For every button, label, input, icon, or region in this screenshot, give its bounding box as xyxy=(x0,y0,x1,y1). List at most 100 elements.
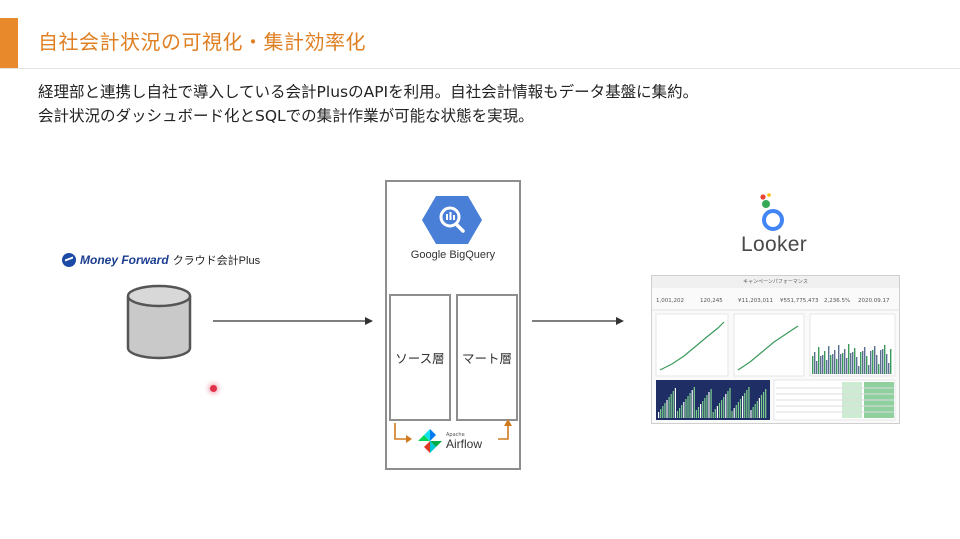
dashboard-bar xyxy=(834,350,836,374)
dashboard-kpi: 120,245 xyxy=(700,298,723,304)
dashboard-bar xyxy=(820,356,822,374)
airflow-to-mart-arrow xyxy=(498,419,512,440)
dashboard-dark-bar xyxy=(706,395,708,418)
dashboard-bar xyxy=(854,348,856,374)
dashboard-dark-bar xyxy=(744,393,746,418)
dashboard-dark-bar xyxy=(672,391,674,418)
dashboard-bar xyxy=(858,366,860,374)
dashboard-bar xyxy=(880,350,882,374)
dashboard-dark-bar xyxy=(748,387,750,418)
dashboard-dark-bar xyxy=(681,405,683,418)
dashboard-bar xyxy=(816,361,818,374)
dashboard-bar xyxy=(888,363,890,374)
dashboard-bar xyxy=(872,350,874,374)
dashboard-bar xyxy=(890,349,892,374)
dashboard-bar xyxy=(868,365,870,374)
dashboard-bar xyxy=(886,354,888,374)
arrow-bigquery-to-looker xyxy=(532,317,624,325)
dashboard-dark-bar xyxy=(718,403,721,418)
dashboard-bar xyxy=(828,346,830,374)
airflow-apache-label: Apache xyxy=(446,431,465,438)
mart-layer-box: マート層 xyxy=(456,294,518,421)
dashboard-bar xyxy=(862,351,864,374)
dashboard-dark-bar xyxy=(697,407,700,418)
dashboard-dark-bar xyxy=(695,410,697,418)
dashboard-dark-bar xyxy=(689,393,691,418)
dashboard-bar xyxy=(822,355,824,374)
money-forward-brand: Money Forward xyxy=(80,253,169,267)
dashboard-dark-bar xyxy=(752,407,754,418)
dashboard-dark-bar xyxy=(683,402,685,418)
airflow-logo: Apache Airflow xyxy=(417,428,482,454)
bigquery-icon xyxy=(422,196,482,244)
dashboard-dark-bar xyxy=(729,388,731,418)
description-line-1: 経理部と連携し自社で導入している会計PlusのAPIを利用。自社会計情報もデータ… xyxy=(38,83,699,101)
dashboard-dark-bar xyxy=(674,388,676,418)
dashboard-dark-bar xyxy=(658,412,660,418)
dashboard-bar xyxy=(864,347,866,374)
dashboard-dark-bar xyxy=(687,396,689,418)
title-accent-bar xyxy=(0,18,18,68)
dashboard-dark-bar xyxy=(676,411,679,418)
dashboard-title: キャンペーンパフォーマンス xyxy=(652,276,899,288)
dashboard-dark-bar xyxy=(765,389,767,418)
dashboard-dark-bar xyxy=(737,402,739,418)
dashboard-dark-bar xyxy=(660,409,662,418)
dashboard-dark-bar xyxy=(685,399,687,418)
dashboard-dark-bar xyxy=(742,396,744,418)
dashboard-dark-bar xyxy=(733,408,735,418)
dashboard-dark-bar xyxy=(668,397,670,418)
dashboard-bar xyxy=(814,352,816,374)
dashboard-dark-bar xyxy=(714,409,716,418)
dashboard-bar xyxy=(852,352,854,374)
dashboard-bar xyxy=(878,364,880,374)
dashboard-dark-bar xyxy=(666,400,668,418)
dashboard-dark-bar xyxy=(691,390,693,418)
dashboard-table xyxy=(776,382,894,418)
dashboard-dark-bar xyxy=(750,410,752,418)
dashboard-dark-bar xyxy=(760,395,763,418)
dashboard-bar xyxy=(824,351,826,374)
dashboard-dark-bar xyxy=(756,401,758,418)
database-icon xyxy=(126,284,192,360)
looker-dashboard-thumbnail: キャンペーンパフォーマンス 1,001,202 120,245 ¥11,203,… xyxy=(651,275,900,424)
dashboard-dark-bar xyxy=(746,390,748,418)
dashboard-dark-bar xyxy=(754,404,756,418)
dashboard-dark-bar xyxy=(702,401,704,418)
dashboard-dark-bar xyxy=(708,392,710,418)
source-layer-box: ソース層 xyxy=(389,294,451,421)
dashboard-kpi: 2,236.5% xyxy=(824,298,851,304)
dashboard-bar xyxy=(856,357,858,374)
dashboard-dark-bar xyxy=(723,397,725,418)
dashboard-bar xyxy=(842,353,844,374)
dashboard-bar xyxy=(882,349,884,374)
dashboard-bar xyxy=(840,354,842,374)
dashboard-kpi: ¥11,203,011 xyxy=(738,298,773,304)
dashboard-dark-bar xyxy=(763,392,765,418)
arrow-source-to-bigquery xyxy=(213,317,373,325)
airflow-pinwheel-icon xyxy=(418,429,442,453)
dashboard-dark-bar xyxy=(710,389,712,418)
dashboard-bar xyxy=(874,346,876,374)
description-line-2: 会計状況のダッシュボード化とSQLでの集計作業が可能な状態を実現。 xyxy=(38,107,534,125)
dashboard-charts xyxy=(652,309,899,421)
dashboard-bar xyxy=(866,356,868,374)
dashboard-dark-bar xyxy=(735,405,737,418)
dashboard-bar xyxy=(850,353,852,374)
dashboard-kpi: ¥551,775,473 xyxy=(780,298,819,304)
airflow-to-source-arrow xyxy=(394,423,412,443)
dashboard-bar xyxy=(876,355,878,374)
title-divider xyxy=(0,68,960,69)
dashboard-bar xyxy=(812,356,814,374)
dashboard-bar xyxy=(836,359,838,374)
dashboard-dark-bar xyxy=(725,394,727,418)
dashboard-dark-bar xyxy=(758,398,760,418)
dashboard-dark-bar xyxy=(679,408,681,418)
dashboard-kpi: 2020.09.17 xyxy=(858,298,890,304)
dashboard-bar xyxy=(846,358,848,374)
dashboard-bar xyxy=(844,349,846,374)
dashboard-dark-bar xyxy=(693,387,695,418)
dashboard-bar xyxy=(848,344,850,374)
dashboard-bar-series xyxy=(812,344,892,374)
money-forward-product: クラウド会計Plus xyxy=(172,255,261,267)
